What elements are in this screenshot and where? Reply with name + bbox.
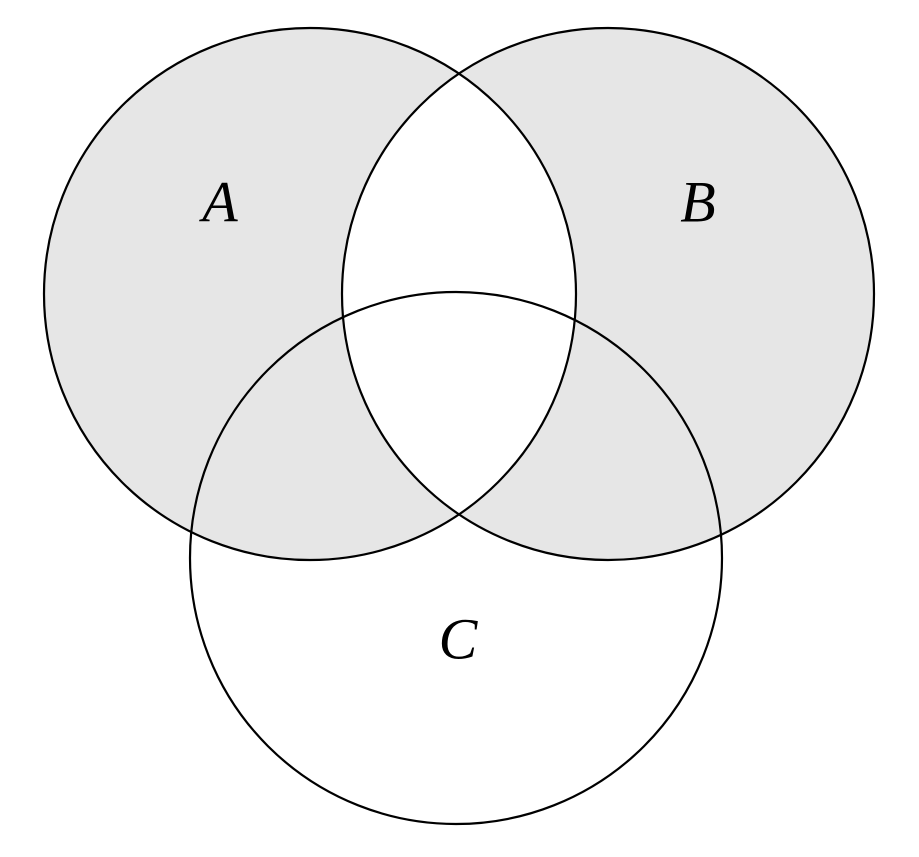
- circle-a-outline[interactable]: [42, 26, 578, 562]
- circle-c-outline[interactable]: [188, 290, 724, 826]
- set-label-b: B: [680, 169, 715, 234]
- set-labels-group: A B C: [198, 169, 715, 671]
- circle-b-outline[interactable]: [340, 26, 876, 562]
- set-label-c: C: [439, 606, 479, 671]
- set-label-a: A: [198, 169, 238, 234]
- circle-outlines-group: [42, 26, 876, 826]
